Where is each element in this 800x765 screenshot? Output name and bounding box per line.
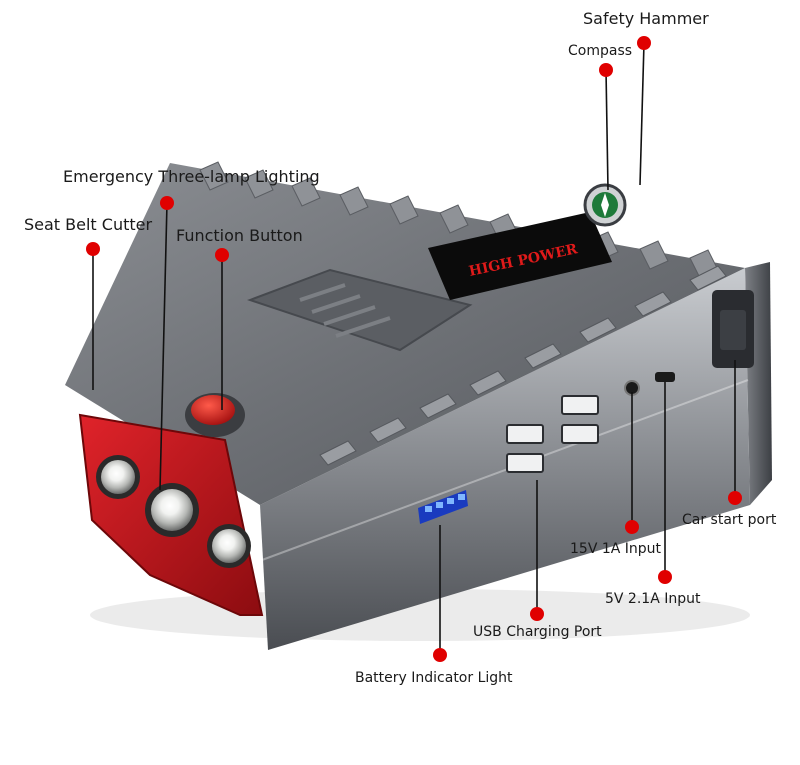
marker-compass <box>599 63 613 77</box>
label-usb-port: USB Charging Port <box>473 624 602 640</box>
function-button-knob <box>185 393 245 437</box>
label-function-button: Function Button <box>176 226 303 245</box>
jump-starter-device: HIGH POWER <box>65 161 772 650</box>
marker-input-15v <box>625 520 639 534</box>
label-input-5v: 5V 2.1A Input <box>605 591 701 607</box>
leader-lines <box>92 42 736 655</box>
label-car-start-port: Car start port <box>682 512 777 528</box>
marker-emergency-lighting <box>160 196 174 210</box>
marker-usb-port <box>530 607 544 621</box>
compass-dial <box>583 183 627 227</box>
marker-function-button <box>215 248 229 262</box>
marker-input-5v <box>658 570 672 584</box>
marker-safety-hammer <box>637 36 651 50</box>
marker-car-start-port <box>728 491 742 505</box>
callout-markers <box>86 36 742 662</box>
brand-display: HIGH POWER <box>428 212 612 300</box>
label-emergency-lighting: Emergency Three-lamp Lighting <box>63 167 320 186</box>
marker-seat-belt-cutter <box>86 242 100 256</box>
label-safety-hammer: Safety Hammer <box>583 9 709 28</box>
lamp-lenses <box>96 455 251 568</box>
label-compass: Compass <box>568 43 633 59</box>
marker-battery-light <box>433 648 447 662</box>
label-input-15v: 15V 1A Input <box>570 541 662 557</box>
usb-ports <box>506 395 599 473</box>
label-battery-light: Battery Indicator Light <box>355 670 513 686</box>
label-seat-belt-cutter: Seat Belt Cutter <box>24 215 153 234</box>
